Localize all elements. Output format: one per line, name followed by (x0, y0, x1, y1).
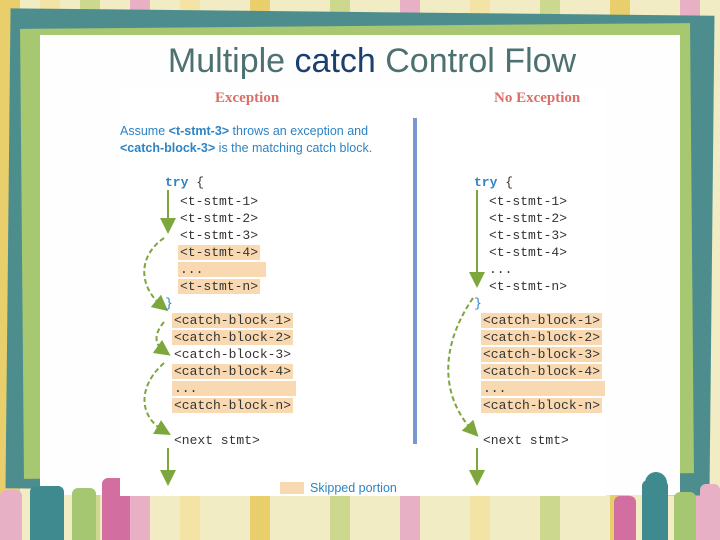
right-catch-ellipsis-skipped: ... (481, 381, 605, 396)
left-catch-n-skipped: <catch-block-n> (172, 398, 294, 413)
right-stmt-2: <t-stmt-2> (489, 211, 568, 226)
right-catch-n-skipped: <catch-block-n> (481, 398, 603, 413)
right-catch-4-skipped: <catch-block-4> (481, 364, 603, 379)
control-flow-figure: Exception No Exception Assume <t-stmt-3>… (120, 86, 606, 496)
legend-label: Skipped portion (310, 481, 397, 495)
left-stmt-n-skipped: <t-stmt-n> (178, 279, 261, 294)
left-stmt-1: <t-stmt-1> (180, 194, 259, 209)
left-stmt-ellipsis-skipped: ... (178, 262, 266, 277)
title-keyword: catch (294, 42, 376, 80)
right-catch-1-skipped: <catch-block-1> (481, 313, 603, 328)
left-stmt-4-skipped: <t-stmt-4> (178, 245, 261, 260)
right-stmt-1: <t-stmt-1> (489, 194, 568, 209)
right-arrow-to-next (447, 297, 479, 437)
title-prefix: Multiple (167, 42, 286, 80)
title-suffix: Control Flow (385, 42, 577, 80)
slide-title: Multiple catch Control Flow (0, 42, 720, 81)
legend-swatch (280, 482, 304, 494)
left-close-brace: } (165, 296, 173, 311)
note-line-2: <catch-block-3> is the matching catch bl… (120, 141, 373, 155)
arrows-layer (143, 118, 485, 486)
header-no-exception: No Exception (494, 90, 581, 106)
left-stmt-2: <t-stmt-2> (180, 211, 259, 226)
left-arrow-to-next (143, 362, 171, 436)
left-catch-4-skipped: <catch-block-4> (172, 364, 294, 379)
left-catch-3: <catch-block-3> (174, 347, 292, 362)
right-close-brace: } (474, 296, 482, 311)
left-next-stmt: <next stmt> (174, 433, 260, 448)
right-stmt-3: <t-stmt-3> (489, 228, 568, 243)
left-catch-ellipsis-skipped: ... (172, 381, 296, 396)
left-arrow-to-catch3 (152, 321, 171, 356)
right-next-stmt: <next stmt> (483, 433, 569, 448)
note-line-1: Assume <t-stmt-3> throws an exception an… (120, 124, 369, 138)
header-exception: Exception (215, 90, 280, 106)
left-arrow-to-catch1 (143, 237, 169, 312)
right-catch-2-skipped: <catch-block-2> (481, 330, 603, 345)
right-try: try { (474, 175, 514, 190)
left-catch-2-skipped: <catch-block-2> (172, 330, 294, 345)
left-stmt-3: <t-stmt-3> (180, 228, 259, 243)
left-try: try { (165, 175, 205, 190)
right-stmt-ellipsis: ... (489, 262, 513, 277)
right-catch-3-skipped: <catch-block-3> (481, 347, 603, 362)
right-stmt-4: <t-stmt-4> (489, 245, 568, 260)
left-catch-1-skipped: <catch-block-1> (172, 313, 294, 328)
right-stmt-n: <t-stmt-n> (489, 279, 568, 294)
